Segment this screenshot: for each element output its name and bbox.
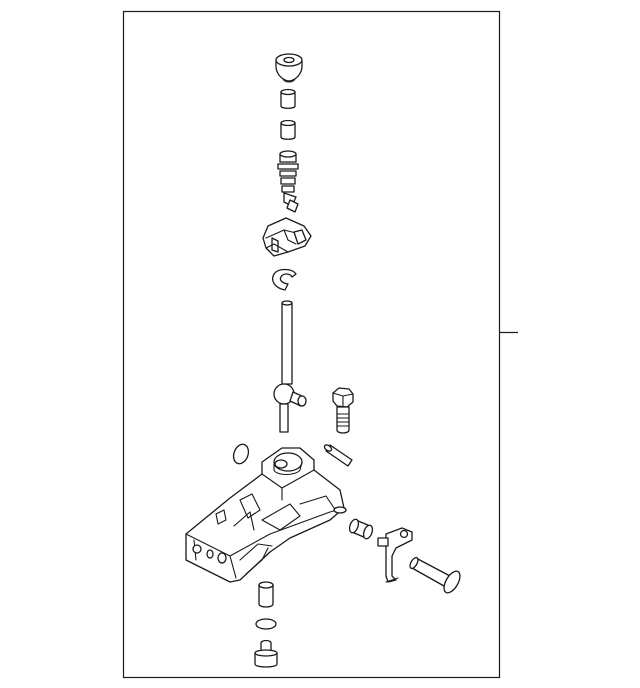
pin-icon <box>323 444 353 467</box>
lower-nut-icon <box>254 639 278 668</box>
upper-bushing-icon <box>280 88 296 109</box>
middle-bushing-icon <box>280 119 296 140</box>
long-pin-icon <box>409 556 461 594</box>
hex-bolt-icon <box>332 387 354 434</box>
lower-bushing-icon <box>258 581 274 608</box>
shifter-housing-icon <box>185 447 347 583</box>
shift-block-icon <box>262 217 312 257</box>
collar-icon <box>348 518 374 540</box>
shift-lever-icon <box>273 300 307 433</box>
spring-rod-icon <box>277 150 299 213</box>
lower-o-ring-icon <box>255 618 277 630</box>
c-clip-icon <box>271 268 297 291</box>
bracket-icon <box>377 527 413 583</box>
diagram-frame <box>122 10 501 679</box>
o-ring-icon <box>232 443 250 465</box>
shift-knob-icon <box>275 53 303 83</box>
